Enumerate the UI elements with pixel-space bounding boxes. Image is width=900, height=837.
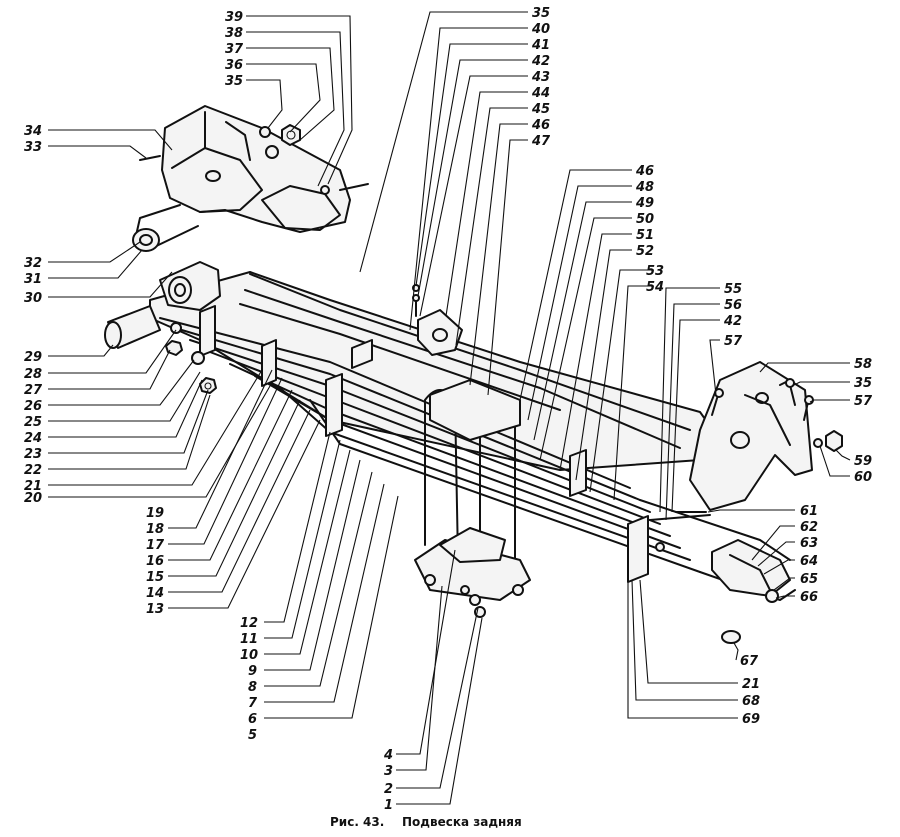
callout-36: 36 xyxy=(225,58,243,73)
figure-caption: Рис. 43. Подвеска задняя xyxy=(330,815,522,829)
caption-figure-number: Рис. 43. xyxy=(330,815,384,829)
callout-23: 23 xyxy=(24,447,42,462)
callout-27: 27 xyxy=(24,383,43,398)
left-hardware xyxy=(165,322,217,394)
callout-16: 16 xyxy=(146,554,164,569)
callout-57-right: 57 xyxy=(854,394,873,409)
callout-labels: 39 38 37 36 35 34 33 32 31 30 29 28 27 2… xyxy=(24,6,873,813)
callout-28: 28 xyxy=(24,367,42,382)
callout-44: 44 xyxy=(531,86,550,101)
callout-11: 11 xyxy=(240,632,258,647)
leader-lines xyxy=(48,11,851,805)
callout-35-top: 35 xyxy=(532,6,550,21)
callout-35-right: 35 xyxy=(854,376,872,391)
callout-58: 58 xyxy=(854,357,872,372)
callout-42: 42 xyxy=(531,54,550,69)
callout-65: 65 xyxy=(800,572,818,587)
callout-10: 10 xyxy=(240,648,258,663)
callout-15: 15 xyxy=(146,570,164,585)
callout-22: 22 xyxy=(24,463,42,478)
rear-shackle xyxy=(649,511,791,644)
callout-46: 46 xyxy=(531,118,550,133)
callout-56: 56 xyxy=(724,298,742,313)
callout-21-right: 21 xyxy=(742,677,760,692)
callout-64: 64 xyxy=(800,554,818,569)
callout-14: 14 xyxy=(146,586,164,601)
callout-68: 68 xyxy=(742,694,760,709)
callout-47: 47 xyxy=(531,134,551,149)
callout-54: 54 xyxy=(646,280,664,295)
callout-33: 33 xyxy=(24,140,42,155)
callout-13-visible: 13 xyxy=(146,602,164,617)
rear-bracket xyxy=(689,361,843,511)
callout-4: 4 xyxy=(383,748,393,763)
callout-67: 67 xyxy=(740,654,759,669)
callout-59: 59 xyxy=(854,454,872,469)
front-bracket-assembly xyxy=(132,105,369,252)
callout-43: 43 xyxy=(531,70,550,85)
callout-29: 29 xyxy=(24,350,42,365)
callout-17: 17 xyxy=(146,538,165,553)
u-bolts-axle-pad xyxy=(414,379,531,618)
callout-34: 34 xyxy=(24,124,42,139)
callout-8: 8 xyxy=(248,680,257,695)
callout-46-right: 46 xyxy=(635,164,654,179)
callout-1: 1 xyxy=(384,798,393,813)
callout-69: 69 xyxy=(742,712,760,727)
spring-eye-bushing xyxy=(104,261,221,349)
callout-35: 35 xyxy=(225,74,243,89)
callout-20: 20 xyxy=(24,491,42,506)
callout-55: 55 xyxy=(724,282,742,297)
callout-48: 48 xyxy=(635,180,654,195)
callout-66: 66 xyxy=(800,590,818,605)
callout-31: 31 xyxy=(24,272,42,287)
callout-49: 49 xyxy=(635,196,654,211)
callout-5: 5 xyxy=(248,728,257,743)
callout-63: 63 xyxy=(800,536,818,551)
callout-60: 60 xyxy=(854,470,872,485)
callout-25: 25 xyxy=(24,415,42,430)
callout-42-right: 42 xyxy=(723,314,742,329)
callout-53: 53 xyxy=(646,264,664,279)
callout-50: 50 xyxy=(636,212,654,227)
callout-24: 24 xyxy=(24,431,42,446)
callout-9: 9 xyxy=(248,664,257,679)
callout-32: 32 xyxy=(24,256,42,271)
callout-62: 62 xyxy=(800,520,818,535)
callout-19: 19 xyxy=(146,506,164,521)
callout-18: 18 xyxy=(146,522,164,537)
callout-6: 6 xyxy=(248,712,257,727)
callout-61: 61 xyxy=(800,504,818,519)
callout-26: 26 xyxy=(24,399,42,414)
callout-38: 38 xyxy=(225,26,243,41)
callout-39: 39 xyxy=(225,10,243,25)
caption-title: Подвеска задняя xyxy=(402,815,522,829)
callout-3: 3 xyxy=(384,764,393,779)
callout-51: 51 xyxy=(636,228,654,243)
callout-30: 30 xyxy=(24,291,42,306)
callout-45: 45 xyxy=(531,102,550,117)
callout-52: 52 xyxy=(636,244,654,259)
callout-57: 57 xyxy=(724,334,743,349)
rebound-stop xyxy=(412,284,463,356)
callout-7: 7 xyxy=(248,696,258,711)
callout-2: 2 xyxy=(384,782,393,797)
callout-41: 41 xyxy=(531,38,550,53)
callout-37: 37 xyxy=(225,42,244,57)
callout-12: 12 xyxy=(240,616,258,631)
callout-21: 21 xyxy=(24,479,42,494)
callout-40: 40 xyxy=(531,22,550,37)
